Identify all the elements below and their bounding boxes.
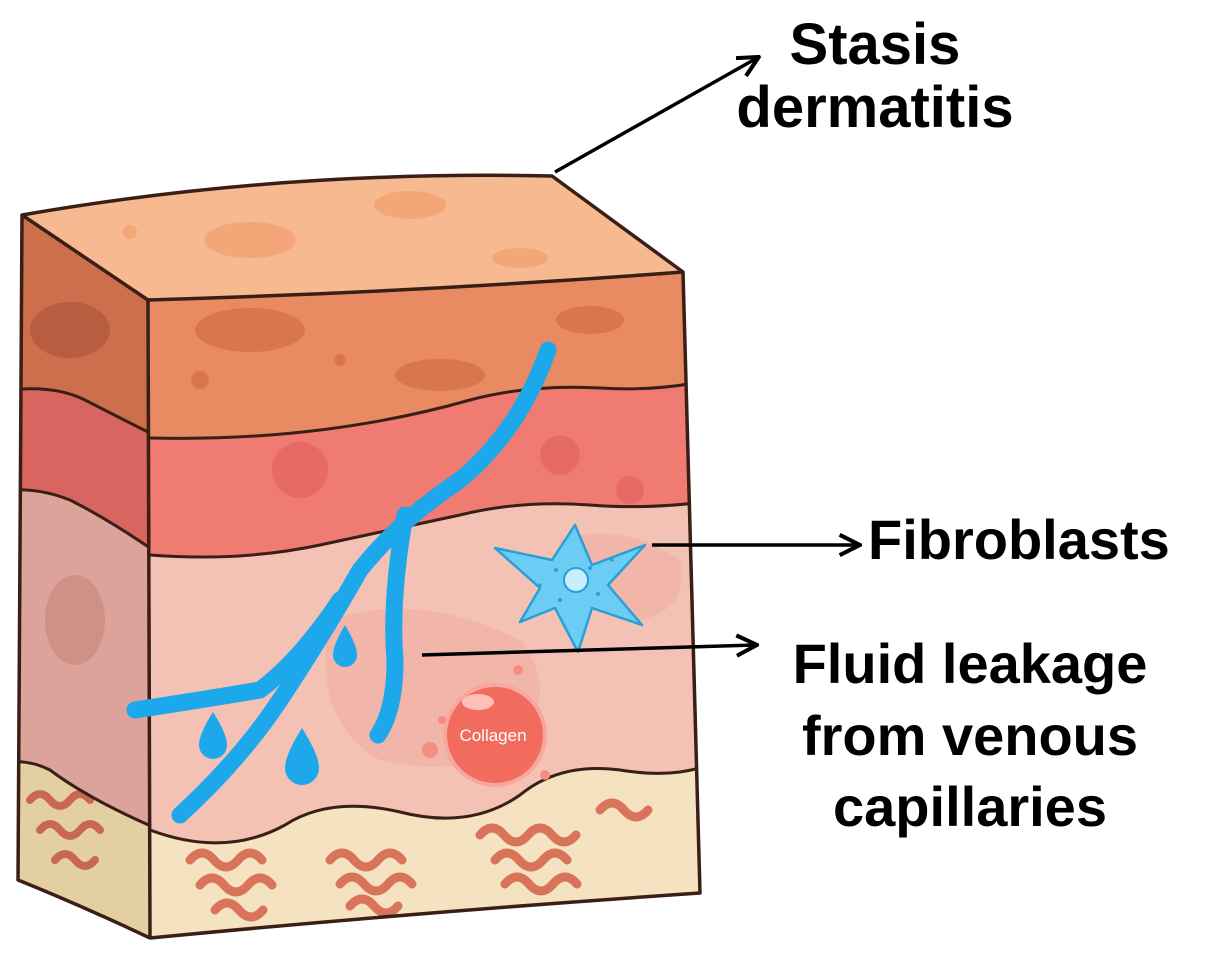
collagen-bubble-icon (422, 665, 550, 787)
block-outline (16, 173, 702, 940)
fluid-leakage-label: Fluid leakage from venous capillaries (760, 628, 1180, 843)
stasis-line-2: dermatitis (736, 74, 1014, 140)
fluid-line-2: from venous (801, 703, 1139, 767)
stasis-line-1: Stasis (789, 12, 961, 77)
fluid-droplet-icon (199, 625, 357, 785)
stasis-arrow (554, 58, 757, 174)
stasis-dermatitis-label: Stasis dermatitis (715, 12, 1035, 140)
fluid-line-1: Fluid leakage (792, 632, 1148, 695)
front-face (148, 272, 700, 938)
fluid-line-3: capillaries (833, 775, 1107, 839)
epidermis-front (148, 272, 700, 439)
epidermis-top (22, 175, 683, 300)
upper-dermis-side (18, 380, 150, 555)
side-face (18, 215, 150, 938)
fluid-arrow (421, 645, 755, 655)
fat-swirls (185, 798, 653, 922)
venous-capillary-icon (126, 341, 557, 824)
fibroblasts-label: Fibroblasts (868, 508, 1170, 571)
collagen-label: Collagen (459, 726, 526, 745)
